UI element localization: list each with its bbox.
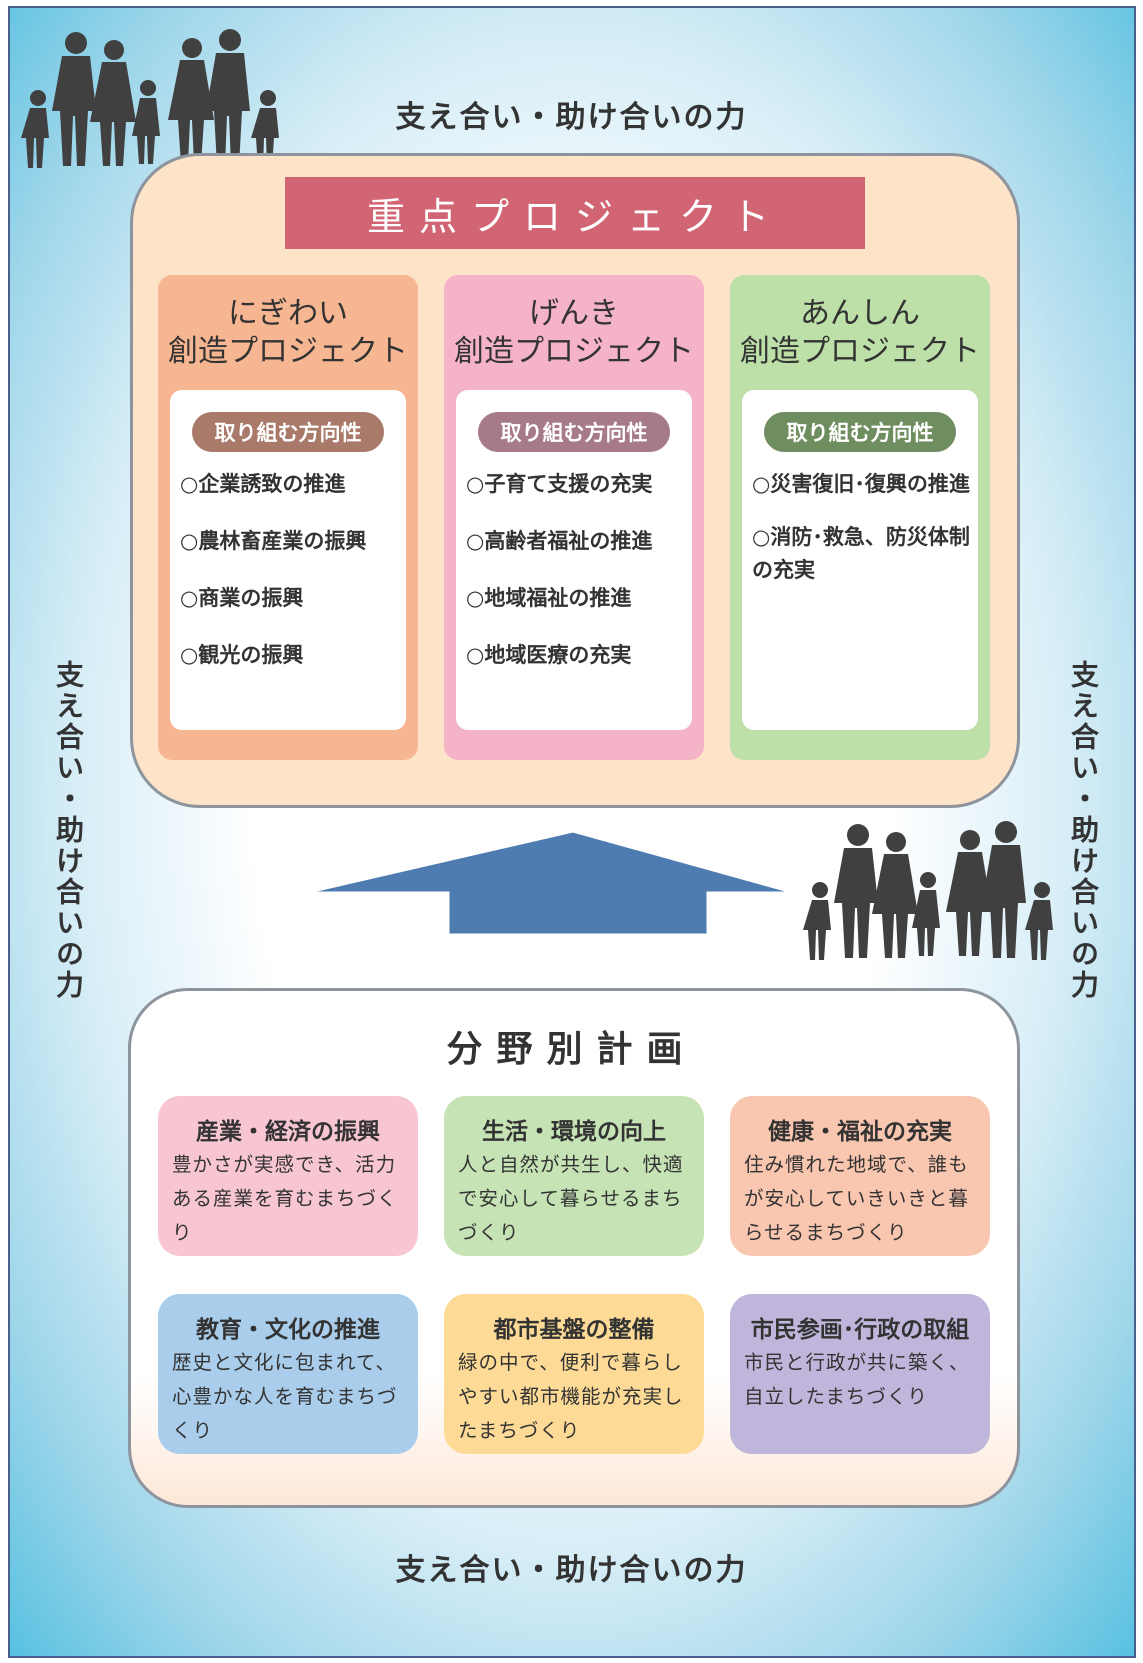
plan-card-civic: 市民参画･行政の取組 市民と行政が共に築く、自立したまちづくり: [730, 1294, 990, 1454]
list-item: ○農林畜産業の振興: [180, 529, 367, 553]
direction-pill: 取り組む方向性: [192, 412, 384, 452]
project-genki: げんき 創造プロジェクト 取り組む方向性 ○子育て支援の充実 ○高齢者福祉の推進…: [444, 275, 704, 760]
family-silhouette-icon: [21, 29, 279, 168]
list-item: ○企業誘致の推進: [180, 472, 346, 496]
plan-card-title: 都市基盤の整備: [493, 1317, 655, 1343]
support-label-bottom: 支え合い・助け合いの力: [395, 1553, 748, 1588]
project-item-list: ○企業誘致の推進 ○農林畜産業の振興 ○商業の振興 ○観光の振興: [180, 468, 406, 696]
plan-card-title: 教育・文化の推進: [196, 1317, 380, 1343]
upward-arrow-icon: [303, 829, 799, 939]
list-item: ○消防･救急、防災体制の充実: [752, 525, 970, 582]
project-item-list: ○子育て支援の充実 ○高齢者福祉の推進 ○地域福祉の推進 ○地域医療の充実: [466, 468, 692, 696]
plan-card-welfare: 健康・福祉の充実 住み慣れた地域で、誰もが安心していきいきと暮らせるまちづくり: [730, 1096, 990, 1256]
plan-card-title: 市民参画･行政の取組: [750, 1317, 970, 1343]
focus-project-title: 重点プロジェクト: [285, 177, 865, 249]
plan-card-text: 緑の中で、便利で暮らしやすい都市機能が充実したまちづくり: [458, 1351, 684, 1442]
support-label-left: 支え合い・助け合いの力: [52, 660, 85, 1001]
plan-card-industry: 産業・経済の振興 豊かさが実感でき、活力ある産業を育むまちづくり: [158, 1096, 418, 1256]
plan-card-infrastructure: 都市基盤の整備 緑の中で、便利で暮らしやすい都市機能が充実したまちづくり: [444, 1294, 704, 1454]
project-title-line2: 創造プロジェクト: [740, 334, 980, 369]
project-title: げんき 創造プロジェクト: [444, 295, 704, 371]
project-title: にぎわい 創造プロジェクト: [158, 295, 418, 371]
project-nigiwai: にぎわい 創造プロジェクト 取り組む方向性 ○企業誘致の推進 ○農林畜産業の振興…: [158, 275, 418, 760]
project-anshin: あんしん 創造プロジェクト 取り組む方向性 ○災害復旧･復興の推進 ○消防･救急…: [730, 275, 990, 760]
project-title-line1: にぎわい: [228, 296, 348, 331]
support-label-right: 支え合い・助け合いの力: [1067, 660, 1100, 1001]
project-title-line1: あんしん: [800, 296, 920, 331]
project-title: あんしん 創造プロジェクト: [730, 295, 990, 371]
plan-card-environment: 生活・環境の向上 人と自然が共生し、快適で安心して暮らせるまちづくり: [444, 1096, 704, 1256]
project-title-line1: げんき: [529, 296, 619, 331]
list-item: ○観光の振興: [180, 643, 304, 667]
list-item: ○商業の振興: [180, 586, 304, 610]
support-label-top: 支え合い・助け合いの力: [395, 100, 748, 135]
plan-card-text: 歴史と文化に包まれて、心豊かな人を育むまちづくり: [172, 1351, 398, 1442]
project-title-line2: 創造プロジェクト: [168, 334, 408, 369]
project-detail-card: 取り組む方向性 ○子育て支援の充実 ○高齢者福祉の推進 ○地域福祉の推進 ○地域…: [456, 390, 692, 730]
project-title-line2: 創造プロジェクト: [454, 334, 694, 369]
plan-card-title: 産業・経済の振興: [196, 1119, 380, 1145]
plan-card-text: 豊かさが実感でき、活力ある産業を育むまちづくり: [172, 1153, 398, 1244]
list-item: ○地域福祉の推進: [466, 586, 632, 610]
plan-card-text: 住み慣れた地域で、誰もが安心していきいきと暮らせるまちづくり: [744, 1153, 969, 1244]
list-item: ○高齢者福祉の推進: [466, 529, 653, 553]
plan-card-text: 人と自然が共生し、快適で安心して暮らせるまちづくり: [458, 1153, 684, 1244]
project-item-list: ○災害復旧･復興の推進 ○消防･救急、防災体制の充実: [752, 468, 978, 607]
list-item: ○子育て支援の充実: [466, 472, 653, 496]
plan-card-text: 市民と行政が共に築く、自立したまちづくり: [744, 1351, 970, 1408]
sectoral-plan-title: 分野別計画: [446, 1029, 697, 1070]
project-detail-card: 取り組む方向性 ○企業誘致の推進 ○農林畜産業の振興 ○商業の振興 ○観光の振興: [170, 390, 406, 730]
direction-pill: 取り組む方向性: [478, 412, 670, 452]
list-item: ○災害復旧･復興の推進: [752, 472, 970, 496]
family-silhouette-icon: [803, 821, 1053, 960]
list-item: ○地域医療の充実: [466, 643, 632, 667]
project-detail-card: 取り組む方向性 ○災害復旧･復興の推進 ○消防･救急、防災体制の充実: [742, 390, 978, 730]
plan-card-education: 教育・文化の推進 歴史と文化に包まれて、心豊かな人を育むまちづくり: [158, 1294, 418, 1454]
direction-pill: 取り組む方向性: [764, 412, 956, 452]
plan-card-title: 生活・環境の向上: [482, 1119, 666, 1145]
plan-card-title: 健康・福祉の充実: [768, 1119, 952, 1145]
